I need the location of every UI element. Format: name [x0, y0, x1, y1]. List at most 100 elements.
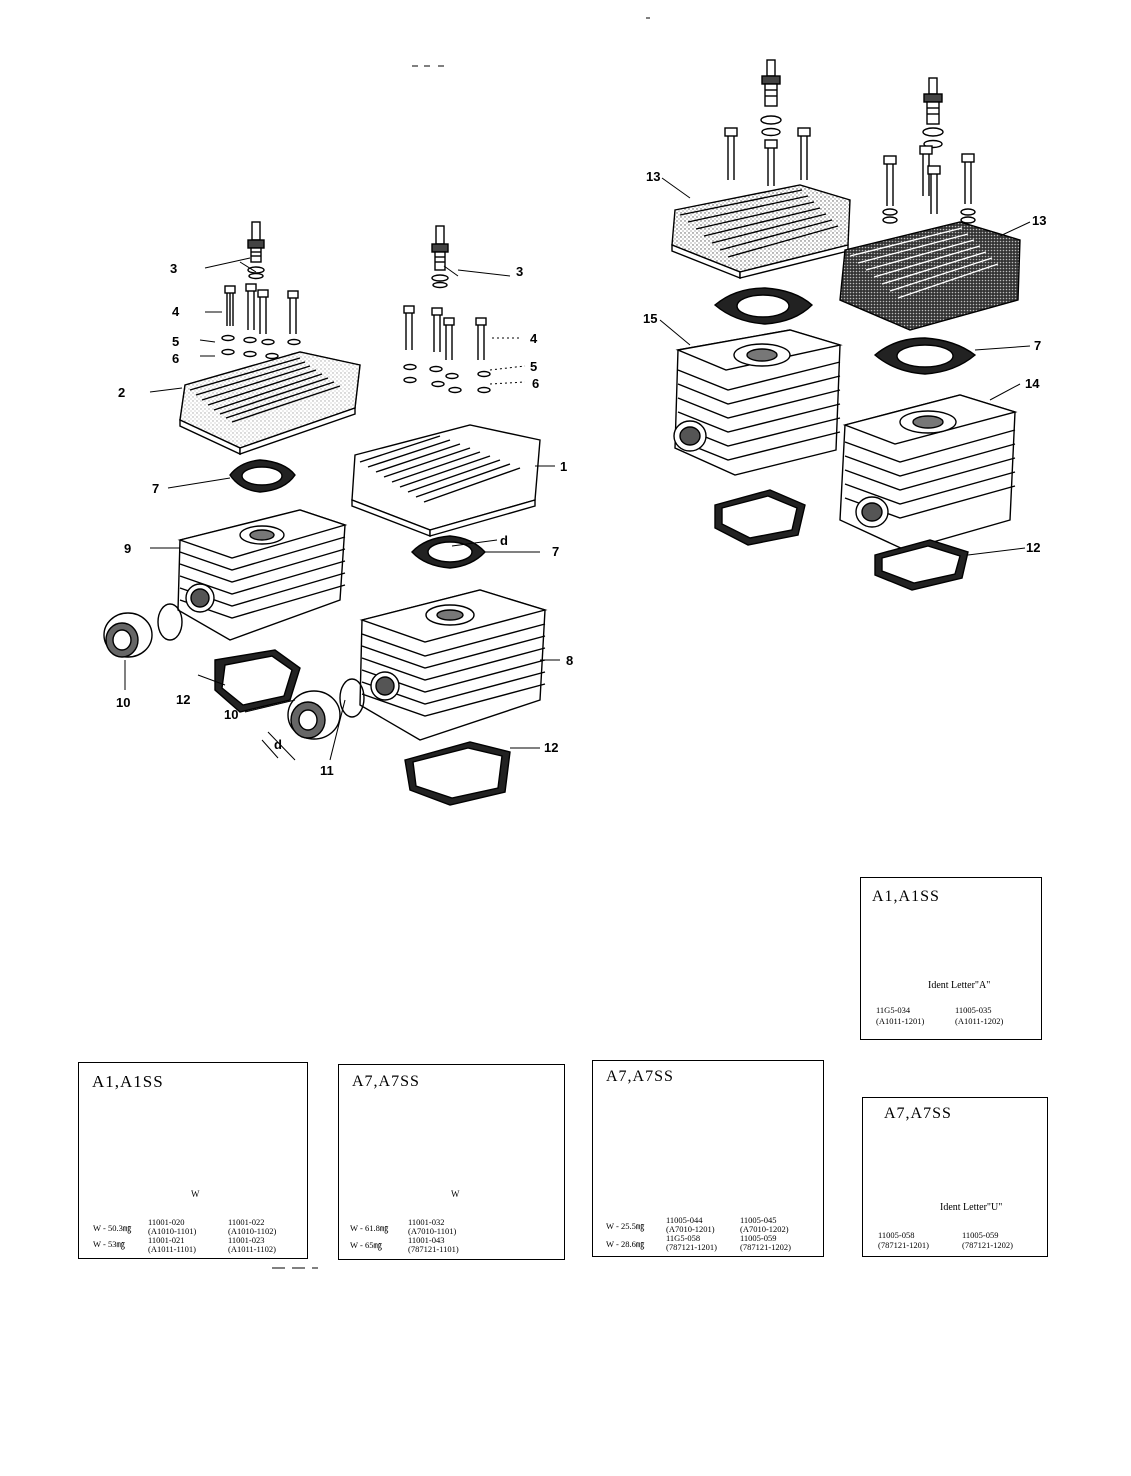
head-gasket-7-left [229, 459, 296, 493]
spark-plug-left [247, 221, 265, 280]
ring-right [339, 678, 365, 718]
inset-a7g-code-2b: (787121-1202) [962, 1240, 1013, 1250]
inset-a1-row2-c2: 11001-023 [228, 1235, 265, 1245]
inset-a1-row2-c1: 11001-021 [148, 1235, 185, 1245]
spark-plug-center [431, 225, 449, 289]
callout-10-right: 10 [224, 707, 239, 722]
inset-a1-row1-c2: 11001-022 [228, 1217, 265, 1227]
callout-15: 15 [643, 311, 658, 326]
callout-12-far-right: 12 [1026, 540, 1041, 555]
callout-4-left: 4 [172, 304, 180, 319]
head-gasket-right-a [713, 287, 814, 325]
inset-a1-w-label: W [191, 1189, 200, 1199]
callout-12-right: 12 [544, 740, 559, 755]
base-gasket-12-right-group [874, 539, 969, 591]
inset-a1-row2-w: W - 53㎎ [93, 1239, 125, 1249]
head-bolts-left [221, 283, 303, 360]
cylinder-head-2 [179, 351, 361, 456]
inset-a1-row2-c1b: (A1011-1101) [148, 1244, 196, 1254]
exhaust-nut-10-left [103, 612, 153, 658]
callout-4-center: 4 [530, 331, 538, 346]
inset-a1-code-1b: (A1011-1201) [876, 1016, 925, 1026]
cylinder-14 [839, 394, 1018, 551]
inset-a7g-code-1: 11005-058 [878, 1230, 915, 1240]
ring-left [157, 603, 183, 641]
callout-9: 9 [124, 541, 132, 556]
base-gasket-right-a [714, 489, 806, 546]
callout-6-center: 6 [532, 376, 540, 391]
inset-a7-ident-letter: Ident Letter"U" [940, 1202, 1003, 1213]
inset-a7p-row2-c2: 11005-059 [740, 1233, 777, 1243]
inset-box-a1-cylinder [78, 1062, 308, 1259]
cylinder-head-13-right [839, 221, 1021, 331]
exhaust-nut-10-right [287, 690, 341, 740]
cylinder-head-13-left [671, 184, 851, 280]
inset-a7p-row2-w: W - 28.6㎎ [606, 1239, 645, 1249]
inset-a7p-row2-c2b: (787121-1202) [740, 1242, 791, 1252]
inset-a7-w-label: W [451, 1189, 460, 1199]
spark-plug-right-b [922, 77, 944, 149]
inset-a7-row2-c1b: (787121-1101) [408, 1244, 459, 1254]
inset-a7-port-model: A7,A7SS [606, 1068, 674, 1085]
inset-a7p-row1-c2b: (A7010-1202) [740, 1224, 789, 1234]
inset-a1-code-2b: (A1011-1202) [955, 1016, 1004, 1026]
callout-3-left: 3 [170, 261, 178, 276]
inset-a7p-row1-c1b: (A7010-1201) [666, 1224, 715, 1234]
inset-a1-row1-w: W - 50.3㎎ [93, 1223, 132, 1233]
callout-13-right: 13 [1032, 213, 1047, 228]
inset-box-a7-gasket [862, 1097, 1048, 1257]
inset-a7g-code-2: 11005-059 [962, 1230, 999, 1240]
inset-a1-row1-c1b: (A1010-1101) [148, 1226, 197, 1236]
inset-a1-row1-c2b: (A1010-1102) [228, 1226, 277, 1236]
inset-a7-row1-w: W - 61.8㎎ [350, 1223, 389, 1233]
inset-a1-code-2: 11005-035 [955, 1005, 992, 1015]
cylinder-8 [359, 589, 548, 741]
head-gasket-7-center [411, 535, 486, 569]
inset-a1-row2-c2b: (A1011-1102) [228, 1244, 276, 1254]
callout-7-center: 7 [552, 544, 560, 559]
cylinder-9 [177, 509, 348, 641]
callout-7-right: 7 [1034, 338, 1042, 353]
base-gasket-12-right [404, 741, 511, 806]
inset-a1-gasket-model: A1,A1SS [872, 888, 940, 905]
inset-a7p-row1-w: W - 25.5㎎ [606, 1221, 645, 1231]
callout-11: 11 [320, 763, 334, 778]
callout-14: 14 [1025, 376, 1040, 391]
callout-12-left: 12 [176, 692, 191, 707]
inset-a7g-code-1b: (787121-1201) [878, 1240, 929, 1250]
inset-box-a7-port-gasket [592, 1060, 824, 1257]
inset-box-a7-cylinder [338, 1064, 565, 1260]
inset-a7-row2-c1: 11001-043 [408, 1235, 445, 1245]
inset-a7p-row2-c1: 11G5-058 [666, 1233, 701, 1243]
callout-d-top: d [500, 533, 508, 548]
callout-7-left: 7 [152, 481, 160, 496]
cylinder-head-1 [351, 424, 541, 538]
inset-a7-row1-c1: 11001-032 [408, 1217, 445, 1227]
inset-a1-ident-letter: Ident Letter"A" [928, 980, 991, 991]
callout-1: 1 [560, 459, 568, 474]
cylinder-15 [673, 329, 843, 476]
inset-a7p-row1-c2: 11005-045 [740, 1215, 777, 1225]
head-bolts-right [724, 127, 976, 224]
callout-2: 2 [118, 385, 126, 400]
inset-a1-cylinder-model: A1,A1SS [92, 1072, 164, 1091]
callout-5-left: 5 [172, 334, 180, 349]
inset-a7p-row2-c1b: (787121-1201) [666, 1242, 717, 1252]
callout-6-left: 6 [172, 351, 180, 366]
inset-a1-row1-c1: 11001-020 [148, 1217, 185, 1227]
callout-13-left: 13 [646, 169, 661, 184]
inset-box-a1-gasket [860, 877, 1042, 1040]
callout-5-center: 5 [530, 359, 538, 374]
inset-a7-row1-c1b: (A7010-1101) [408, 1226, 457, 1236]
inset-a7-gasket-model: A7,A7SS [884, 1105, 952, 1122]
callout-d-bottom: d [274, 737, 282, 752]
inset-a1-code-1: 11G5-034 [876, 1005, 911, 1015]
head-gasket-right-b [873, 337, 977, 375]
inset-a7-cylinder-model: A7,A7SS [352, 1073, 420, 1090]
callout-3-center: 3 [516, 264, 524, 279]
inset-a7-row2-w: W - 65㎎ [350, 1240, 382, 1250]
spark-plug-right-a [760, 59, 782, 137]
callout-10-left: 10 [116, 695, 131, 710]
head-bolts-center [403, 305, 491, 394]
inset-a7p-row1-c1: 11005-044 [666, 1215, 703, 1225]
